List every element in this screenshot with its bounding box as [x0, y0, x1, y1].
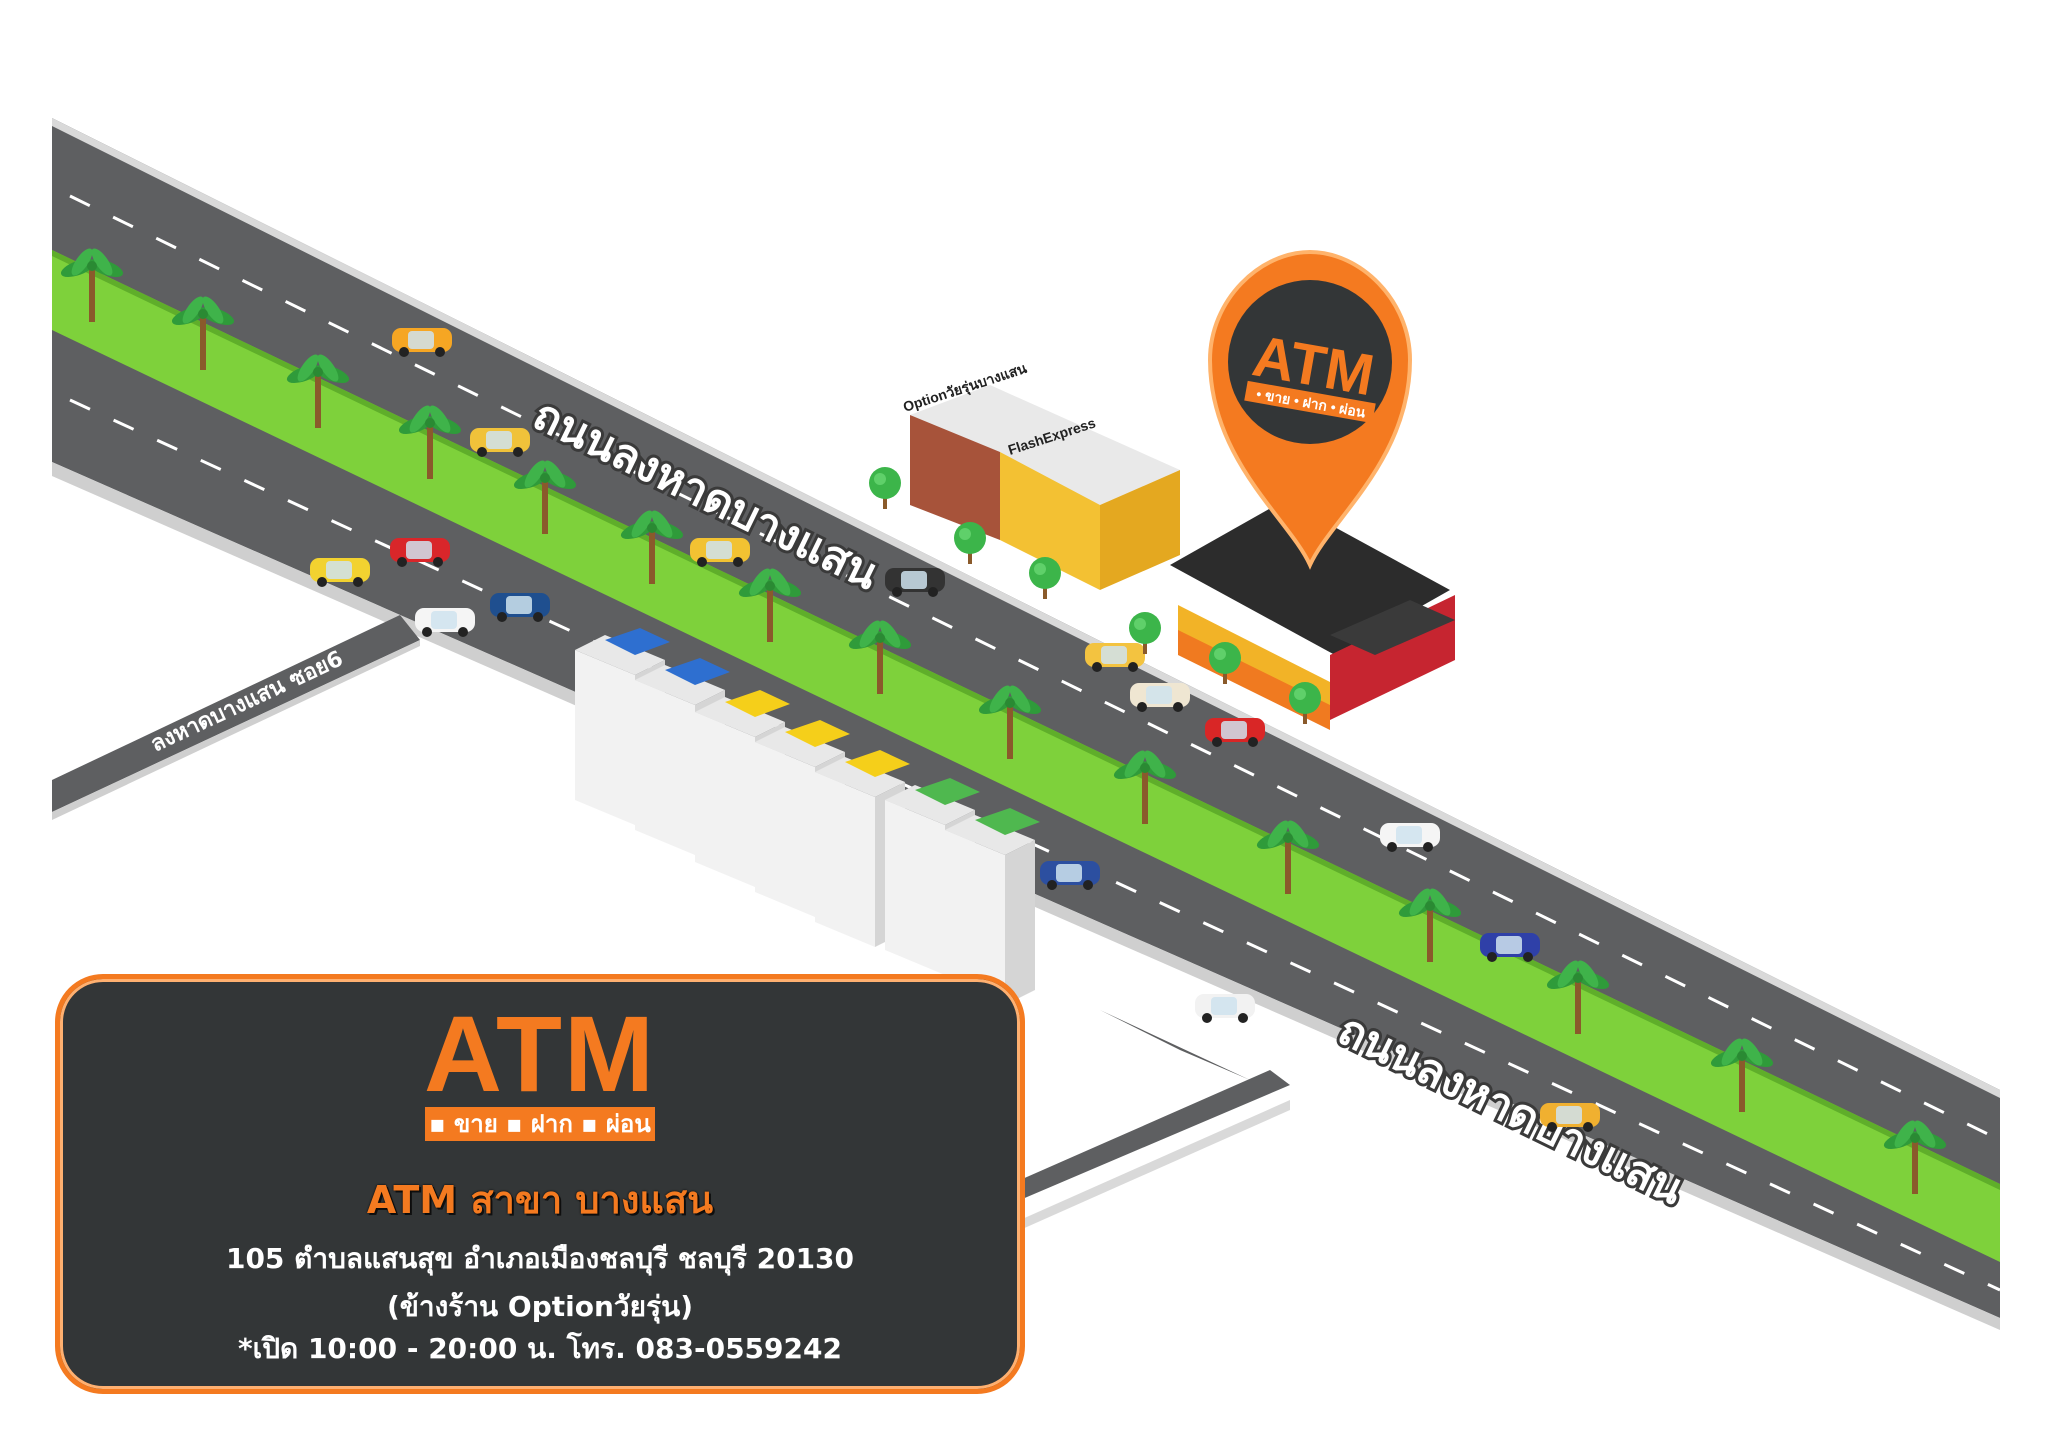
info-card: ATM ▪ ขาย ▪ ฝาก ▪ ผ่อน ATM สาขา บางแสน 1…	[55, 974, 1025, 1394]
atm-store-building	[1129, 500, 1455, 730]
branch-title: ATM สาขา บางแสน	[366, 1178, 714, 1222]
side-road-label: ลงหาดบางแสน ซอย6	[147, 646, 347, 757]
atm-map-pin: ATM • ขาย • ฝาก • ผ่อน	[1207, 249, 1413, 570]
townhouses	[575, 628, 1040, 1005]
shophouses: Optionวัยรุ่นบางแสน FlashExpress	[869, 360, 1180, 890]
side-road	[52, 615, 420, 820]
branch-hours-phone: *เปิด 10:00 - 20:00 น. โทร. 083-0559242	[238, 1332, 842, 1365]
lower-roads	[1020, 970, 1290, 1230]
branch-address: 105 ตำบลแสนสุข อำเภอเมืองชลบุรี ชลบุรี 2…	[225, 1242, 855, 1275]
card-logo-text: ATM	[424, 993, 656, 1114]
card-logo-tagline: ▪ ขาย ▪ ฝาก ▪ ผ่อน	[425, 1107, 655, 1141]
card-atm-logo: ATM ▪ ขาย ▪ ฝาก ▪ ผ่อน	[415, 999, 665, 1141]
branch-location-note: (ข้างร้าน Optionวัยรุ่น)	[386, 1290, 694, 1323]
